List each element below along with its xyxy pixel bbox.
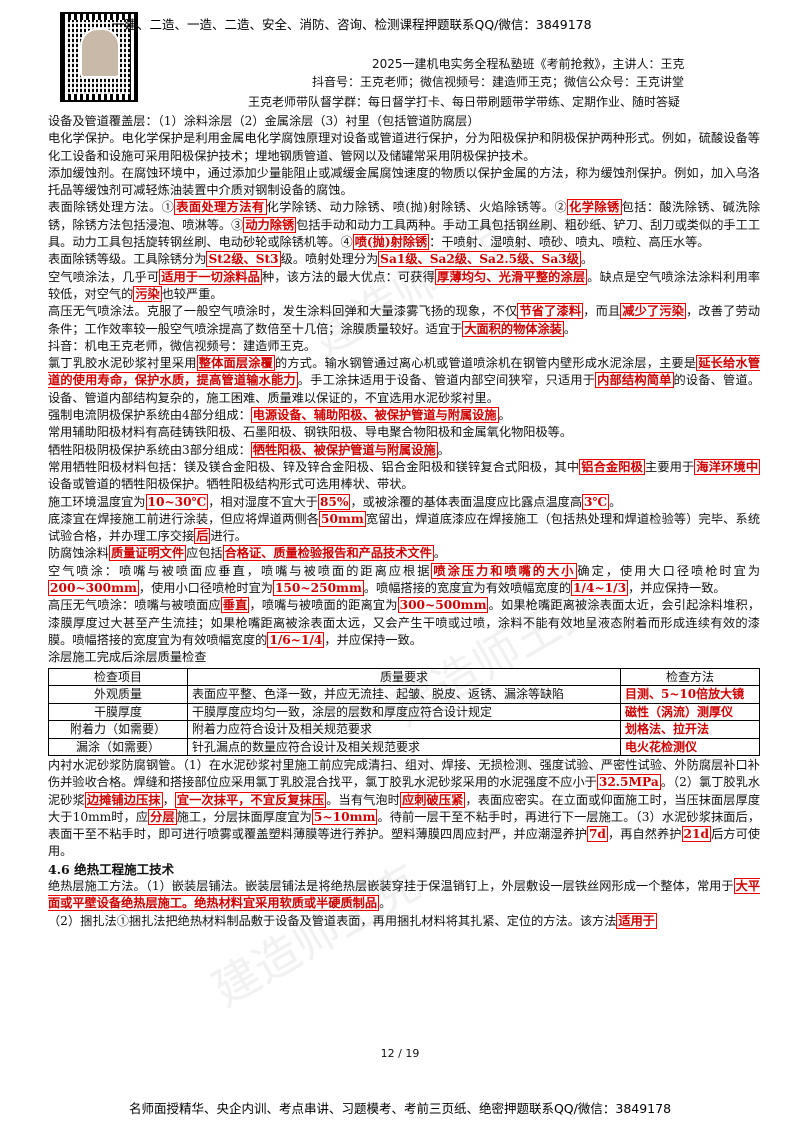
- highlight: 动力除锈: [243, 216, 297, 233]
- highlight: 喷(抛)射除锈: [352, 234, 430, 251]
- highlight: 整体面层涂覆: [196, 355, 276, 372]
- quality-check-table: 检查项目 质量要求 检查方法 外观质量 表面应平整、色泽一致，并应无流挂、起皱、…: [48, 667, 760, 757]
- highlight: 喷涂压力和喷嘴的大小: [431, 562, 578, 579]
- paragraph: 绝热层施工方法。（1）嵌装层铺法。嵌装层铺法是将绝热层嵌装穿挂于保温销钉上，外层…: [48, 878, 761, 912]
- table-cell: 表面应平整、色泽一致，并应无流挂、起皱、脱皮、返锈、漏涂等缺陷: [187, 685, 621, 704]
- paragraph: 抖音：机电王克老师，微信视频号：建造师王克。: [48, 338, 317, 353]
- paragraph: 空气喷涂：喷嘴与被喷面应垂直，喷嘴与被喷面的距离应根据喷涂压力和喷嘴的大小确定，…: [48, 562, 761, 597]
- paragraph: 空气喷涂法，几乎可适用于一切涂料品种，该方法的最大优点：可获得厚薄均匀、光滑平整…: [48, 268, 761, 302]
- highlight: 200~300mm: [48, 580, 139, 597]
- highlight: 减少了污染: [620, 303, 687, 320]
- footer-banner: 名师面授精华、央企内训、考点串讲、习题模考、考前三页纸、绝密押题联系QQ/微信：…: [128, 1101, 672, 1116]
- paragraph: 强制电流阴极保护系统由4部分组成：电源设备、辅助阳极、被保护管道与附属设施。: [48, 407, 511, 424]
- page-number: 12 / 19: [380, 1047, 420, 1060]
- paragraph: 牺牲阳极阴极保护系统由3部分组成：牺牲阳极、被保护管道与附属设施。: [48, 441, 450, 458]
- highlight: 85%: [317, 493, 351, 510]
- highlight: 牺牲阳极、被保护管道与附属设施: [250, 441, 438, 458]
- paragraph: 设备及管道覆盖层：（1）涂料涂层（2）金属涂层（3）衬里（包括管道防腐层）: [48, 114, 480, 128]
- highlight: 节省了漆料: [517, 303, 584, 320]
- table-cell: 干膜厚度: [48, 702, 188, 721]
- highlight: 后: [194, 528, 211, 545]
- table-header: 检查项目: [48, 667, 188, 686]
- table-header: 质量要求: [187, 667, 621, 686]
- section-heading: 4.6 绝热工程施工技术: [48, 861, 175, 877]
- highlight: 表面处理方法有: [174, 199, 267, 216]
- contact-line: 抖音号：王克老师；微信视频号：建造师王克；微信公众号：王克讲堂: [312, 75, 685, 89]
- avatar: [80, 28, 120, 78]
- study-group-line: 王克老师带队督学群：每日督学打卡、每日带刷题带学带练、定期作业、随时答疑: [248, 95, 681, 109]
- table-cell: 附着力（如需要）: [48, 720, 188, 739]
- paragraph: 氯丁乳胶水泥砂浆衬里采用整体面层涂覆的方式。输水钢管通过离心机或管道喷涂机在钢管…: [48, 355, 761, 405]
- table-row: 外观质量 表面应平整、色泽一致，并应无流挂、起皱、脱皮、返锈、漏涂等缺陷 目测、…: [48, 685, 760, 704]
- table-row: 附着力（如需要） 附着力应符合设计及相关规范要求 划格法、拉开法: [48, 720, 760, 739]
- highlight: 化学除锈: [567, 199, 622, 216]
- highlight: 质量证明文件: [108, 545, 187, 562]
- highlight: 7d: [586, 826, 608, 843]
- table-cell: 附着力应符合设计及相关规范要求: [187, 720, 621, 739]
- highlight: 延长给水管道的使用寿命，保护水质，提高管道输水能力: [48, 355, 761, 389]
- highlight: 50mm: [319, 510, 366, 527]
- highlight: 大平面或平壁设备绝热层施工。绝热材料宜采用软质或半硬质制品: [48, 878, 761, 912]
- highlight: 内部结构简单: [595, 372, 674, 389]
- highlight: 垂直: [220, 597, 250, 614]
- highlight: 厚薄均匀、光滑平整的涂层: [434, 268, 588, 285]
- paragraph: 常用牺牲阳极材料包括：镁及镁合金阳极、锌及锌合金阳极、铝合金阳极和镁锌复合式阳极…: [48, 458, 761, 492]
- paragraph: 高压无气喷涂法。克服了一般空气喷涂时，发生涂料回弹和大量漆雾飞扬的现象，不仅节省…: [48, 303, 761, 337]
- table-cell: 针孔漏点的数量应符合设计及相关规范要求: [187, 737, 621, 756]
- highlight: 分层: [148, 808, 177, 825]
- highlight: 150~250mm: [272, 580, 364, 597]
- highlight: 合格证、质量检验报告和产品技术文件: [222, 545, 434, 562]
- highlight: St2级、St3: [206, 251, 281, 268]
- paragraph: 防腐蚀涂料质量证明文件应包括合格证、质量检验报告和产品技术文件。: [48, 545, 446, 562]
- highlight: Sa1级、Sa2级、Sa2.5级、Sa3级: [378, 251, 581, 268]
- table-row: 漏涂（如需要） 针孔漏点的数量应符合设计及相关规范要求 电火花检测仪: [48, 737, 760, 756]
- highlight: 大面积的物体涂装: [462, 320, 564, 337]
- highlight: 300~500mm: [397, 597, 489, 614]
- paragraph: （2）捆扎法①捆扎法把绝热材料制品敷于设备及管道表面，再用捆扎材料将其扎紧、定位…: [48, 912, 657, 929]
- top-banner: 一建、二造、一造、二造、安全、消防、咨询、检测课程押题联系QQ/微信：38491…: [112, 17, 592, 32]
- paragraph: 常用辅助阳极材料有高硅铸铁阳极、石墨阳极、钢铁阳极、导电聚合物阳极和金属氧化物阳…: [48, 425, 573, 440]
- highlight: 电源设备、辅助阳极、被保护管道与附属设施: [250, 407, 499, 424]
- highlight: 1/6~1/4: [267, 631, 325, 648]
- highlight: 适用于一切涂料品: [159, 268, 263, 285]
- table-cell: 外观质量: [48, 685, 188, 704]
- highlight: 5~10mm: [311, 808, 378, 825]
- highlight: 宜一次抹平，不宜反复抹压: [174, 791, 327, 808]
- highlight: 边摊铺边压抹: [84, 791, 163, 808]
- highlight: 应刺破压紧: [399, 791, 466, 808]
- table-header-row: 检查项目 质量要求 检查方法: [48, 667, 760, 686]
- table-cell: 电火花检测仪: [620, 737, 760, 756]
- highlight: 21d: [681, 826, 712, 843]
- paragraph: 电化学保护。电化学保护是利用金属电化学腐蚀原理对设备或管道进行保护，分为阳极保护…: [48, 131, 760, 163]
- highlight: 1/4~1/3: [571, 580, 629, 597]
- table-row: 干膜厚度 干膜厚度应均匀一致，涂层的层数和厚度应符合设计规定 磁性（涡流）测厚仪: [48, 702, 760, 721]
- paragraph: 添加缓蚀剂。在腐蚀环境中，通过添加少量能阻止或减缓金属腐蚀速度的物质以保护金属的…: [48, 165, 760, 198]
- table-cell: 干膜厚度应均匀一致，涂层的层数和厚度应符合设计规定: [187, 702, 621, 721]
- course-title: 2025一建机电实务全程私塾班《考前抢救》，主讲人：王克: [372, 57, 685, 71]
- highlight: 污染: [133, 285, 162, 302]
- table-header: 检查方法: [620, 667, 760, 686]
- highlight: 32.5MPa: [596, 774, 661, 791]
- paragraph: 内衬水泥砂浆防腐钢管。（1）在水泥砂浆衬里施工前应完成清扫、组对、焊接、无损检测…: [48, 758, 761, 859]
- document-body: 设备及管道覆盖层：（1）涂料涂层（2）金属涂层（3）衬里（包括管道防腐层） 电化…: [48, 113, 760, 930]
- table-cell: 漏涂（如需要）: [48, 737, 188, 756]
- highlight: 10~30℃: [145, 493, 209, 510]
- table-title: 涂层施工完成后涂层质量检查: [48, 650, 207, 665]
- highlight: 适用于: [616, 912, 657, 929]
- table-cell: 磁性（涡流）测厚仪: [620, 702, 760, 721]
- table-cell: 划格法、拉开法: [620, 720, 760, 739]
- highlight: 海洋环境中: [694, 458, 761, 475]
- highlight: 铝合金阳极: [579, 458, 645, 475]
- table-cell: 目测、5~10倍放大镜: [620, 685, 760, 704]
- highlight: 3℃: [582, 493, 610, 510]
